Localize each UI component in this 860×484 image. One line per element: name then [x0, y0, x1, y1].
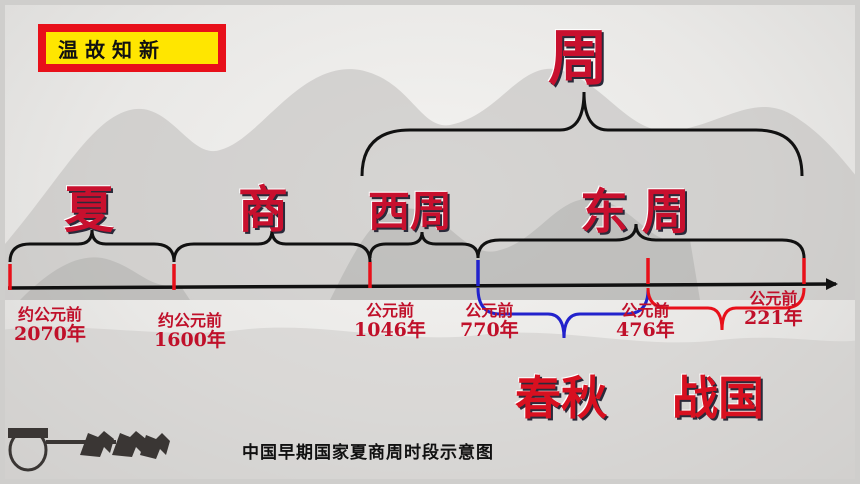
- review-badge: 温故知新: [38, 24, 226, 72]
- era-label-zhanguo: 战国: [672, 371, 764, 425]
- era-label-chunqiu: 春秋: [515, 371, 607, 425]
- diagram-caption: 中国早期国家夏商周时段示意图: [242, 443, 494, 463]
- date-770-prefix: 公元前: [465, 301, 514, 320]
- era-label-zhou: 周: [548, 24, 608, 94]
- date-476-prefix: 公元前: [621, 301, 670, 320]
- date-2070-prefix: 约公元前: [17, 305, 82, 324]
- date-770: 公元前 770年: [460, 301, 519, 342]
- date-1046: 公元前 1046年: [354, 301, 426, 342]
- chariot-silhouette: [8, 428, 170, 472]
- era-label-xia: 夏: [64, 180, 114, 239]
- time-axis-arrow: [7, 278, 838, 291]
- era-label-xizhou: 西周: [368, 187, 453, 236]
- date-1046-year: 1046年: [354, 319, 426, 342]
- zhanguo-brace: [646, 287, 806, 331]
- date-2070: 约公元前 2070年: [14, 305, 86, 346]
- era-label-shang: 商: [238, 180, 288, 239]
- chunqiu-brace: [476, 287, 650, 339]
- era-label-dongzhou: 东周: [580, 184, 705, 240]
- zhou-brace: [360, 91, 804, 177]
- review-badge-label: 温故知新: [46, 32, 218, 64]
- date-476: 公元前 476年: [616, 301, 675, 342]
- shang-brace: [172, 229, 372, 263]
- date-476-year: 476年: [616, 319, 675, 342]
- date-1600-year: 1600年: [154, 329, 226, 352]
- date-770-year: 770年: [460, 319, 519, 342]
- date-221-prefix: 公元前: [749, 289, 798, 308]
- dongzhou-brace: [476, 223, 806, 259]
- xia-brace: [8, 229, 176, 263]
- date-1600-prefix: 约公元前: [157, 311, 222, 330]
- date-1046-prefix: 公元前: [365, 301, 414, 320]
- xizhou-brace: [368, 231, 480, 259]
- date-221: 公元前 221年: [744, 289, 803, 330]
- date-2070-year: 2070年: [14, 323, 86, 346]
- date-221-year: 221年: [744, 307, 803, 330]
- date-1600: 约公元前 1600年: [154, 311, 226, 352]
